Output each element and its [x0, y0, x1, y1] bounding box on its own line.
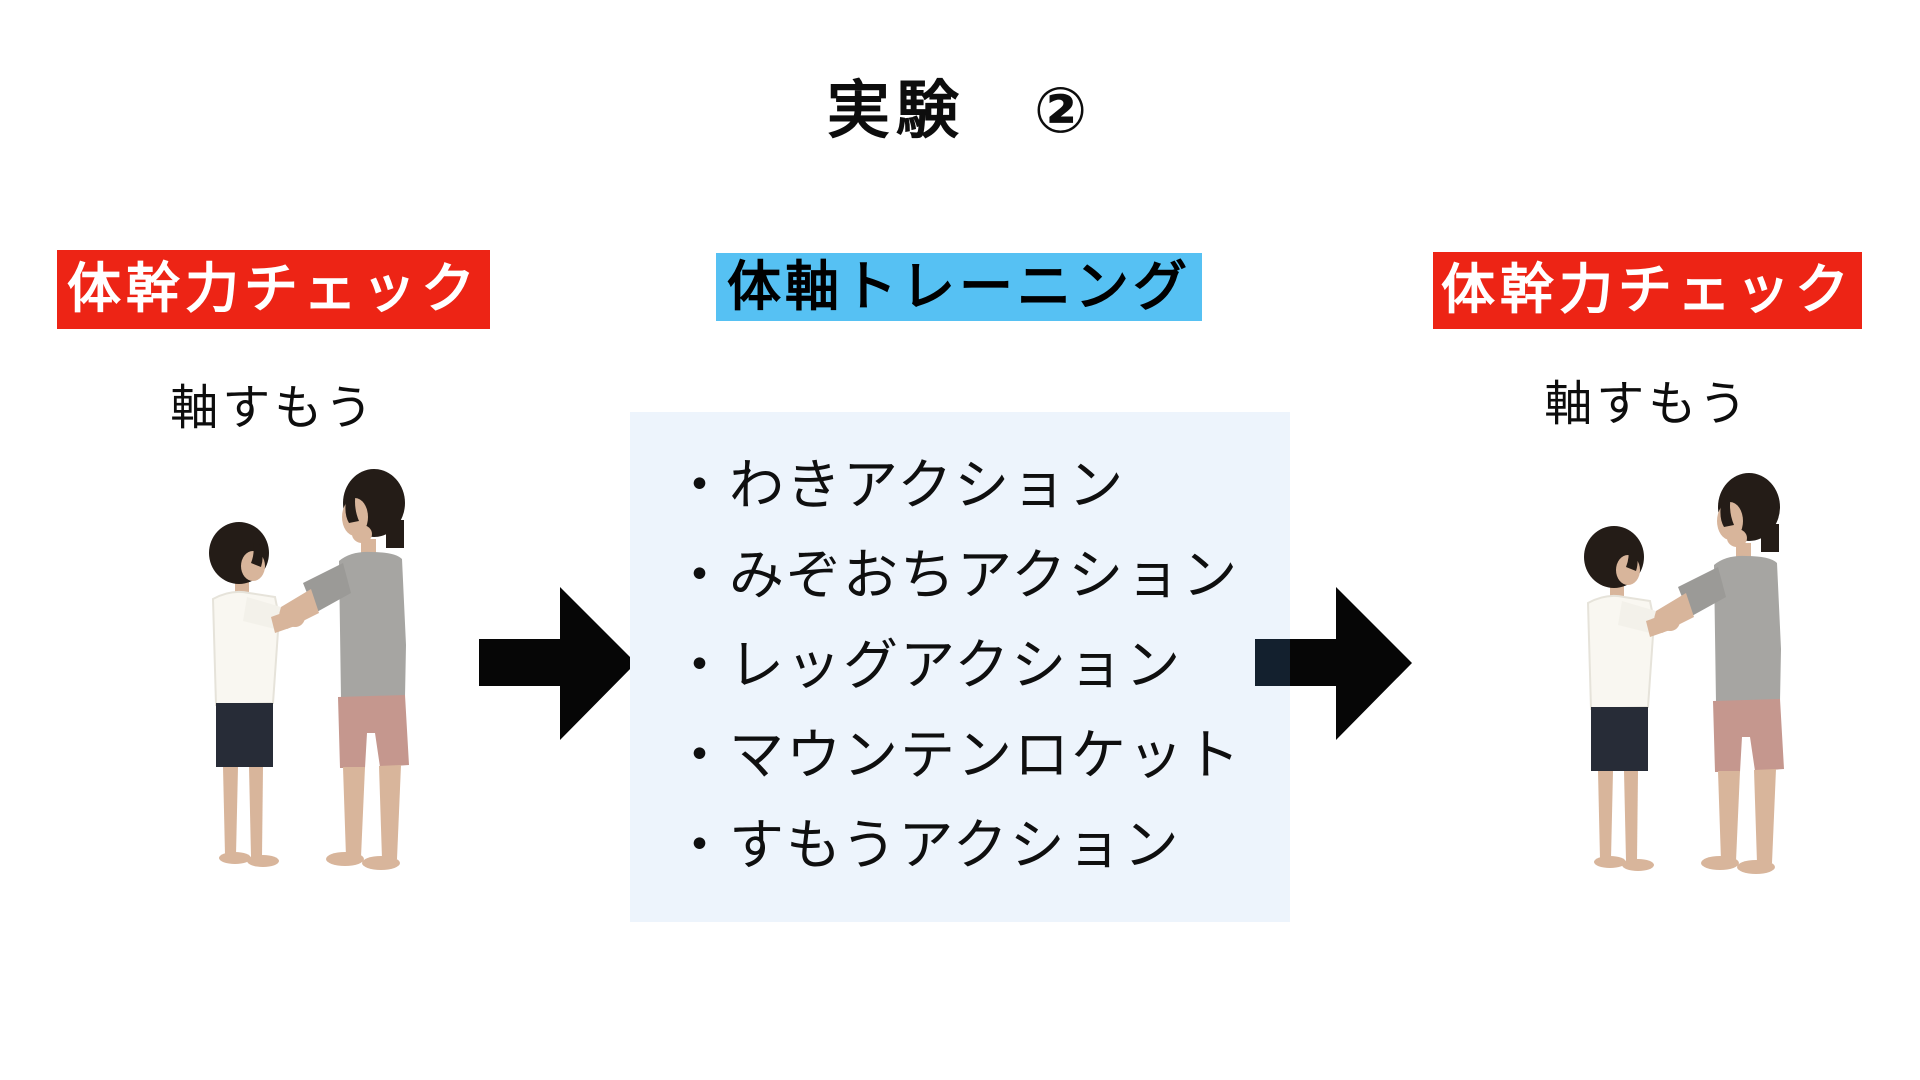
training-menu-list: ・わきアクション ・みぞおちアクション ・レッグアクション ・マウンテンロケット… [672, 440, 1272, 890]
list-item-mizoochi-action: ・みぞおちアクション [672, 544, 1240, 606]
label-core-check-left: 体幹力チェック [57, 250, 490, 329]
axis-sumo-photo-right [1584, 473, 1784, 874]
adult-figure [272, 469, 409, 870]
label-core-check-right: 体幹力チェック [1433, 252, 1862, 329]
sublabel-axis-sumo-left: 軸すもう [170, 382, 377, 435]
page-title: 実験 ② [826, 76, 1094, 146]
child-figure [209, 522, 305, 867]
label-axis-training: 体軸トレーニング [716, 253, 1202, 321]
right-arrow-icon [479, 587, 636, 740]
sublabel-axis-sumo-right: 軸すもう [1544, 378, 1751, 431]
list-item-sumo-action: ・すもうアクション [672, 814, 1181, 876]
adult-figure [1647, 473, 1784, 874]
axis-sumo-photo-left [209, 469, 409, 870]
training-menu-box: ・わきアクション ・みぞおちアクション ・レッグアクション ・マウンテンロケット… [630, 412, 1290, 922]
child-figure [1584, 526, 1680, 871]
list-item-mountain-rocket: ・マウンテンロケット [672, 724, 1243, 786]
right-arrow-icon [1255, 587, 1412, 740]
list-item-waki-action: ・わきアクション [672, 454, 1126, 516]
list-item-leg-action: ・レッグアクション [672, 634, 1183, 696]
